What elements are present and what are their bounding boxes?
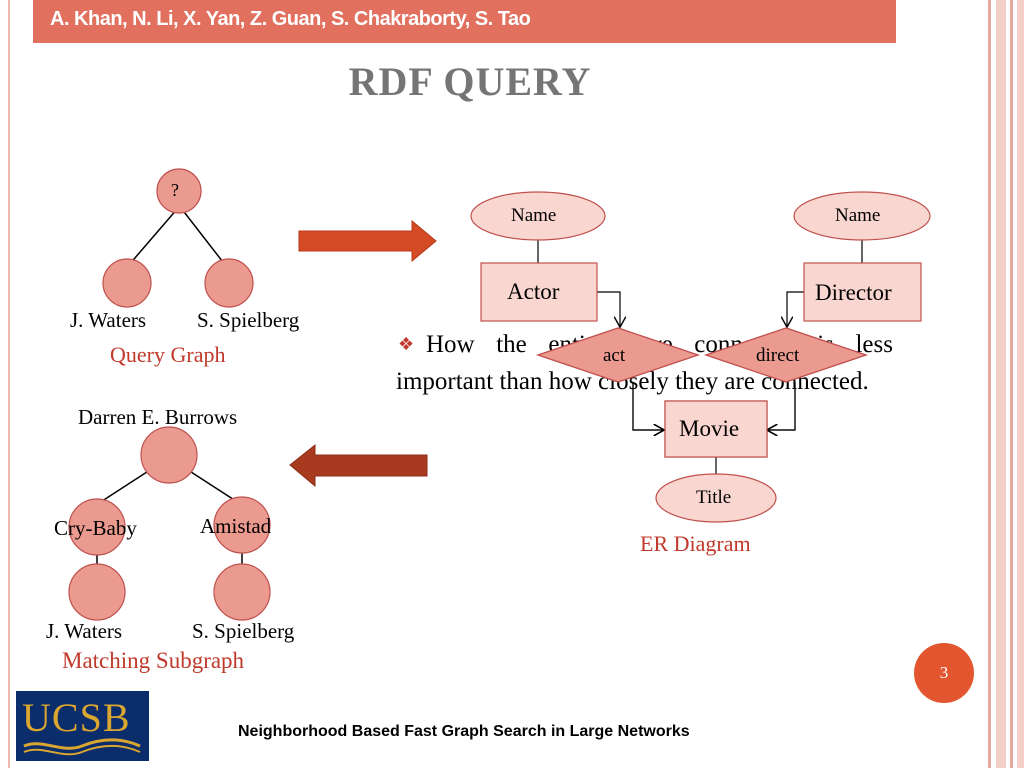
query-edge	[127, 207, 179, 267]
authors-bar	[33, 0, 896, 43]
ucsb-logo-text: UCSB	[22, 695, 131, 740]
subgraph-root-label: Darren E. Burrows	[78, 405, 238, 429]
left-arrow-icon	[289, 443, 428, 488]
subgraph-root-node	[140, 426, 198, 484]
right-arrow-icon	[298, 219, 437, 263]
page-number-badge: 3	[914, 643, 974, 703]
query-edge	[180, 207, 227, 267]
edge-stripe	[8, 0, 10, 768]
actor-name-attr-label: Name	[511, 205, 557, 226]
director-entity-label: Director	[815, 280, 892, 305]
subgraph-mid-label: Cry-Baby	[54, 516, 137, 540]
edge-stripe	[1017, 0, 1024, 768]
director-name-attr-label: Name	[835, 205, 881, 226]
query-leaf-label: J. Waters	[70, 308, 147, 332]
footer-text: Neighborhood Based Fast Graph Search in …	[238, 723, 690, 740]
subgraph-mid-node	[213, 496, 271, 554]
subgraph-edge	[95, 469, 151, 506]
matching-subgraph-caption: Matching Subgraph	[62, 648, 245, 673]
edge-stripe	[996, 0, 1006, 768]
query-graph-caption: Query Graph	[110, 342, 226, 367]
subgraph-leaf-node	[68, 563, 126, 621]
movie-entity-rect	[664, 400, 768, 458]
title-attr-label: Title	[696, 487, 732, 508]
subgraph-mid-node	[68, 498, 126, 556]
er-attribute-ellipse	[793, 191, 931, 241]
er-connector	[597, 291, 620, 326]
act-relationship-label: act	[603, 345, 626, 366]
er-connector	[787, 291, 804, 326]
subgraph-mid-label: Amistad	[200, 514, 272, 538]
subgraph-leaf-node	[213, 563, 271, 621]
subgraph-leaf-label: J. Waters	[46, 619, 123, 643]
er-attribute-ellipse	[470, 191, 606, 241]
er-entity-rect	[803, 262, 922, 322]
ucsb-wave-icon	[23, 738, 141, 756]
er-attribute-ellipse	[655, 473, 777, 523]
authors-text: A. Khan, N. Li, X. Yan, Z. Guan, S. Chak…	[50, 8, 531, 30]
er-connector	[768, 382, 796, 430]
act-diamond	[536, 327, 700, 383]
query-leaf-label: S. Spielberg	[197, 308, 300, 332]
movie-entity-label: Movie	[679, 416, 740, 441]
er-entity-rect	[480, 262, 598, 322]
er-connector	[632, 382, 663, 430]
er-diagram-caption: ER Diagram	[640, 531, 751, 556]
query-leaf-node	[204, 258, 254, 308]
bullet-diamond-icon: ❖	[398, 334, 415, 354]
query-root-node	[156, 168, 202, 214]
direct-diamond	[704, 327, 868, 383]
actor-entity-label: Actor	[507, 279, 560, 304]
edge-stripe	[988, 0, 991, 768]
edge-stripe	[1010, 0, 1013, 768]
query-leaf-node	[102, 258, 152, 308]
subgraph-leaf-label: S. Spielberg	[192, 619, 295, 643]
direct-relationship-label: direct	[756, 345, 800, 366]
slide-title: RDF QUERY	[348, 59, 592, 104]
query-root-label: ?	[171, 180, 179, 200]
